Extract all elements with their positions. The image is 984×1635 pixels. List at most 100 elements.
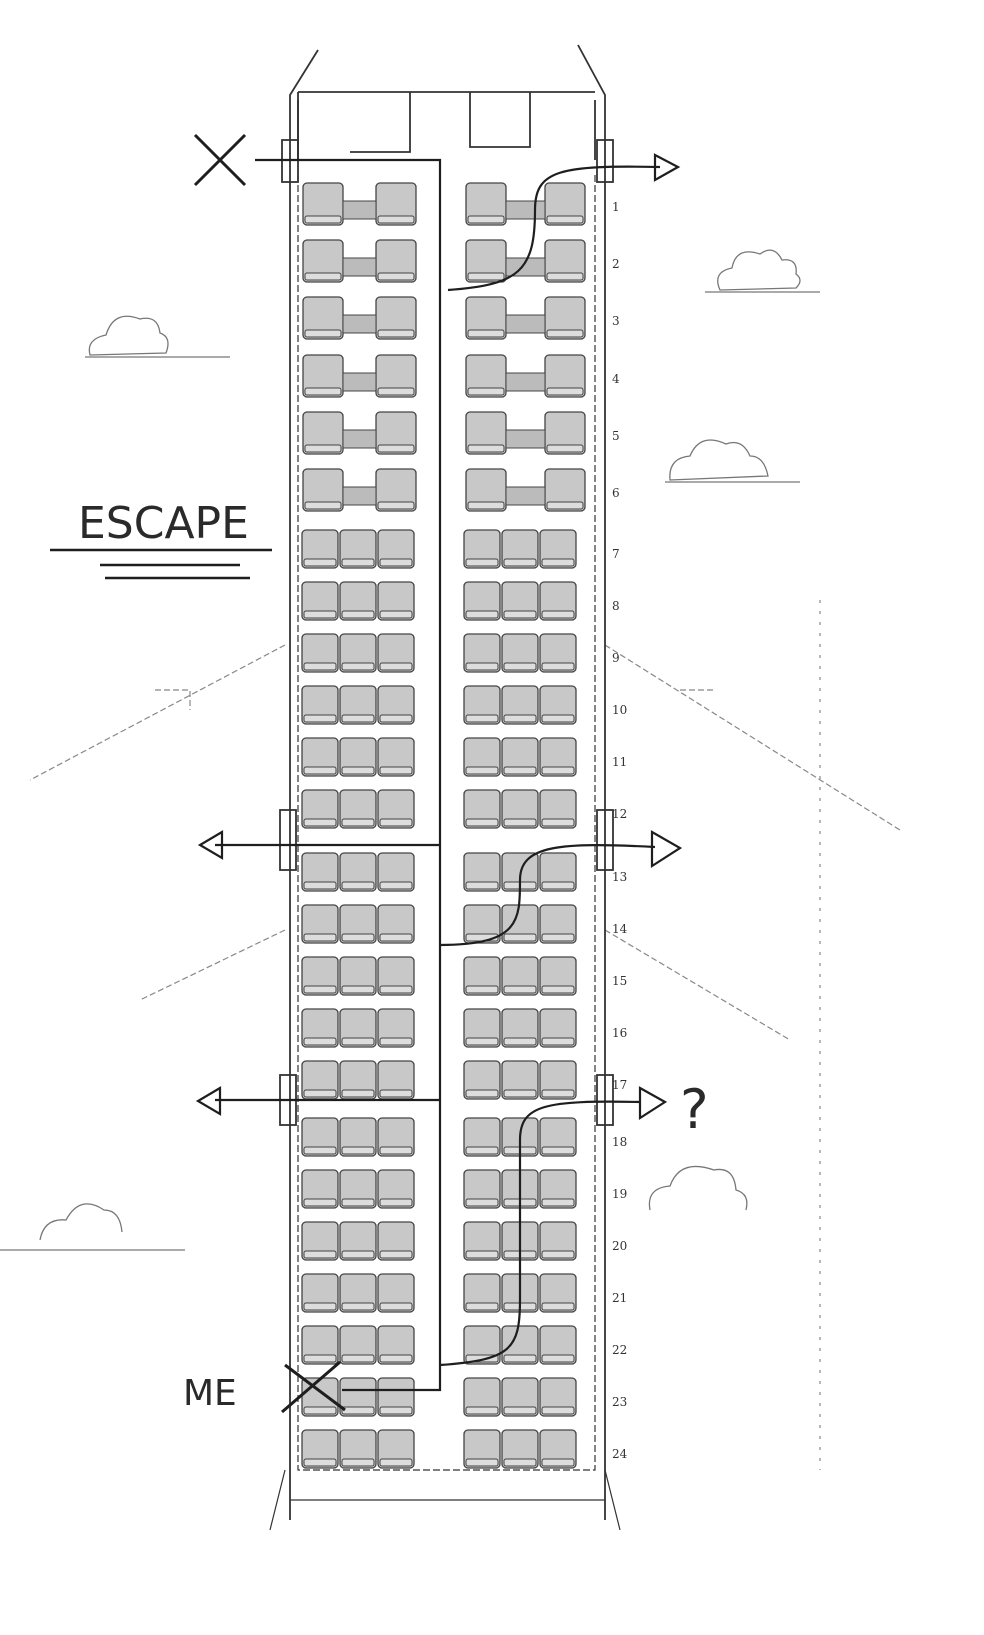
- seat[interactable]: [301, 789, 339, 829]
- seat[interactable]: [539, 1060, 577, 1100]
- seat[interactable]: [544, 411, 586, 455]
- seat[interactable]: [463, 904, 501, 944]
- seat[interactable]: [301, 633, 339, 673]
- seat[interactable]: [501, 529, 539, 569]
- seat[interactable]: [375, 354, 417, 398]
- seat[interactable]: [339, 529, 377, 569]
- seat[interactable]: [465, 354, 507, 398]
- seat[interactable]: [339, 1377, 377, 1417]
- seat[interactable]: [463, 581, 501, 621]
- seat[interactable]: [539, 529, 577, 569]
- seat[interactable]: [377, 1273, 415, 1313]
- seat[interactable]: [501, 1325, 539, 1365]
- seat[interactable]: [377, 1429, 415, 1469]
- seat[interactable]: [377, 1169, 415, 1209]
- seat[interactable]: [539, 852, 577, 892]
- seat[interactable]: [301, 1429, 339, 1469]
- seat[interactable]: [339, 1117, 377, 1157]
- seat[interactable]: [544, 239, 586, 283]
- seat[interactable]: [465, 239, 507, 283]
- seat[interactable]: [501, 956, 539, 996]
- seat[interactable]: [377, 529, 415, 569]
- seat[interactable]: [544, 354, 586, 398]
- seat[interactable]: [463, 737, 501, 777]
- seat[interactable]: [539, 956, 577, 996]
- seat[interactable]: [539, 1273, 577, 1313]
- seat[interactable]: [463, 789, 501, 829]
- seat[interactable]: [377, 852, 415, 892]
- seat[interactable]: [539, 737, 577, 777]
- seat[interactable]: [377, 1221, 415, 1261]
- seat[interactable]: [339, 1060, 377, 1100]
- seat[interactable]: [339, 1325, 377, 1365]
- seat[interactable]: [377, 581, 415, 621]
- seat[interactable]: [539, 789, 577, 829]
- seat[interactable]: [301, 581, 339, 621]
- seat[interactable]: [539, 1325, 577, 1365]
- seat[interactable]: [301, 956, 339, 996]
- seat[interactable]: [339, 685, 377, 725]
- seat[interactable]: [539, 1117, 577, 1157]
- seat[interactable]: [377, 633, 415, 673]
- seat[interactable]: [339, 1169, 377, 1209]
- seat[interactable]: [339, 956, 377, 996]
- seat[interactable]: [501, 1429, 539, 1469]
- seat[interactable]: [501, 633, 539, 673]
- seat[interactable]: [463, 1008, 501, 1048]
- seat[interactable]: [301, 1377, 339, 1417]
- seat[interactable]: [301, 737, 339, 777]
- seat[interactable]: [302, 239, 344, 283]
- seat[interactable]: [463, 956, 501, 996]
- seat[interactable]: [339, 852, 377, 892]
- seat[interactable]: [539, 581, 577, 621]
- seat[interactable]: [301, 529, 339, 569]
- seat[interactable]: [375, 296, 417, 340]
- seat[interactable]: [463, 1377, 501, 1417]
- seat[interactable]: [339, 789, 377, 829]
- seat[interactable]: [339, 1008, 377, 1048]
- seat[interactable]: [301, 904, 339, 944]
- seat[interactable]: [301, 685, 339, 725]
- seat[interactable]: [539, 1008, 577, 1048]
- seat[interactable]: [375, 411, 417, 455]
- seat[interactable]: [377, 685, 415, 725]
- seat[interactable]: [377, 737, 415, 777]
- seat[interactable]: [465, 182, 507, 226]
- seat[interactable]: [544, 182, 586, 226]
- seat[interactable]: [539, 633, 577, 673]
- seat[interactable]: [377, 1008, 415, 1048]
- seat[interactable]: [375, 182, 417, 226]
- seat[interactable]: [463, 685, 501, 725]
- seat[interactable]: [539, 1169, 577, 1209]
- seat[interactable]: [377, 1060, 415, 1100]
- seat[interactable]: [302, 182, 344, 226]
- seat[interactable]: [301, 1169, 339, 1209]
- seat[interactable]: [465, 296, 507, 340]
- seat[interactable]: [377, 1117, 415, 1157]
- seat[interactable]: [463, 1169, 501, 1209]
- seat[interactable]: [539, 1429, 577, 1469]
- seat[interactable]: [377, 789, 415, 829]
- seat[interactable]: [501, 1377, 539, 1417]
- seat[interactable]: [544, 296, 586, 340]
- seat[interactable]: [301, 1325, 339, 1365]
- seat[interactable]: [339, 737, 377, 777]
- seat[interactable]: [544, 468, 586, 512]
- seat[interactable]: [301, 1221, 339, 1261]
- seat[interactable]: [301, 1273, 339, 1313]
- seat[interactable]: [302, 354, 344, 398]
- seat[interactable]: [339, 581, 377, 621]
- seat[interactable]: [375, 239, 417, 283]
- seat[interactable]: [463, 1273, 501, 1313]
- seat[interactable]: [463, 529, 501, 569]
- seat[interactable]: [463, 852, 501, 892]
- seat[interactable]: [465, 411, 507, 455]
- seat[interactable]: [377, 1377, 415, 1417]
- seat[interactable]: [375, 468, 417, 512]
- seat[interactable]: [501, 685, 539, 725]
- seat[interactable]: [463, 633, 501, 673]
- seat[interactable]: [302, 411, 344, 455]
- seat[interactable]: [377, 904, 415, 944]
- seat[interactable]: [377, 956, 415, 996]
- seat[interactable]: [301, 852, 339, 892]
